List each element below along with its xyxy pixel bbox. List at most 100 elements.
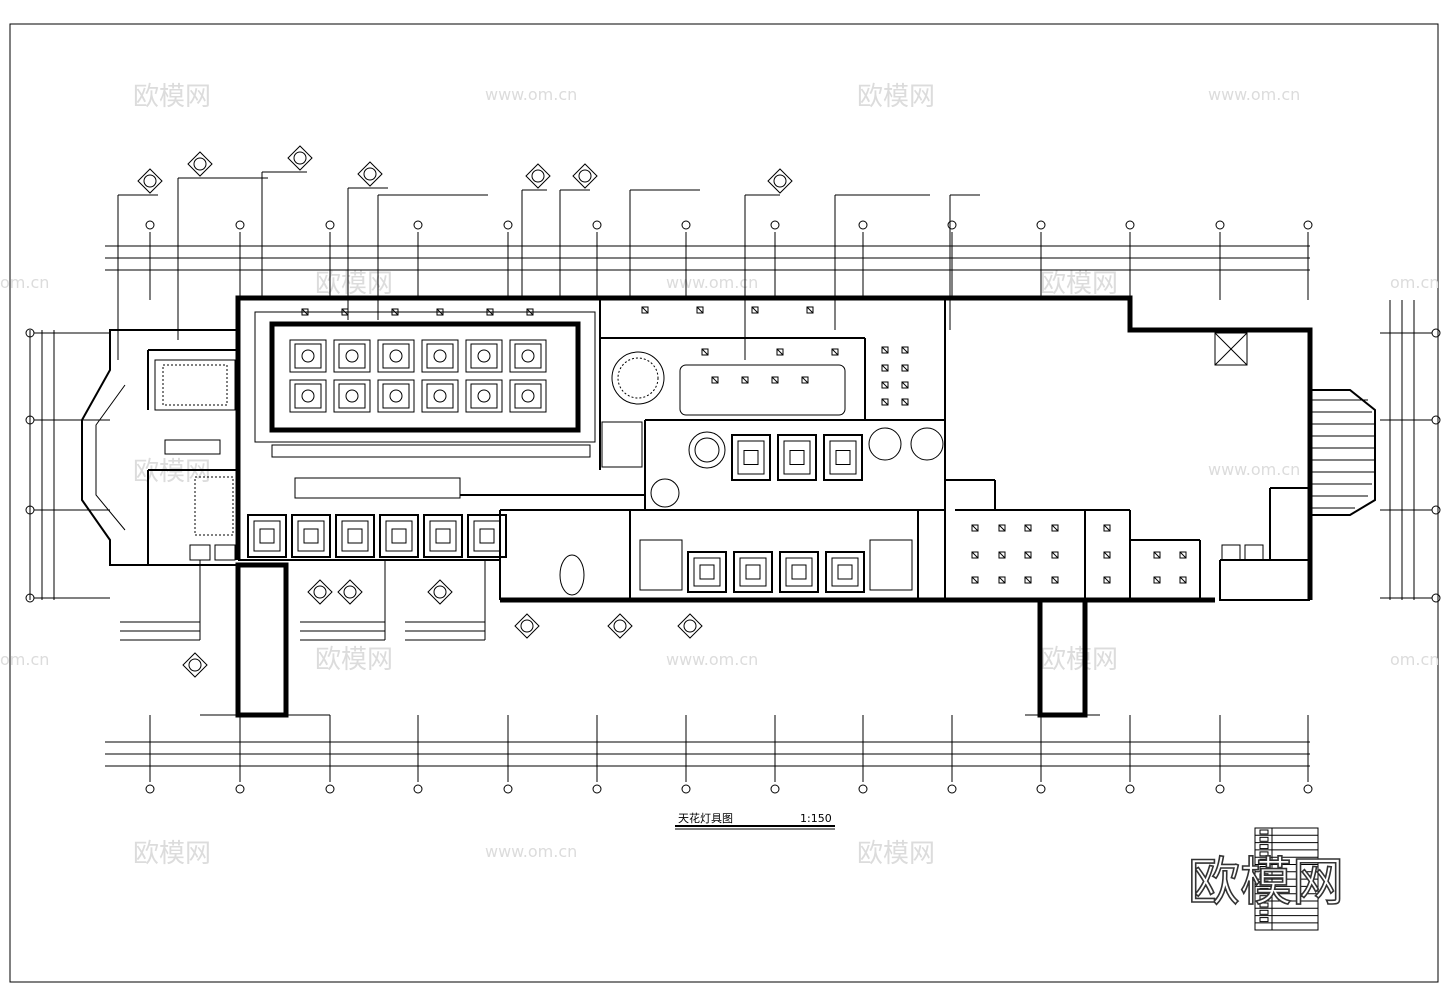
ceiling-coffer-inner: [470, 383, 498, 409]
room-ceiling: [291, 514, 331, 558]
axis-bubble: [325, 220, 335, 230]
ceiling-coffer: [465, 339, 503, 373]
room-ceiling: [379, 514, 419, 558]
chandelier: [477, 349, 491, 363]
legend-symbol: [1259, 836, 1269, 842]
downlight-mark: [301, 308, 309, 316]
ceiling-coffer: [421, 379, 459, 413]
downlight: [1051, 524, 1059, 532]
downlight: [971, 524, 979, 532]
downlight-mark: [701, 348, 709, 356]
downlight: [1153, 576, 1161, 584]
section-marker: [607, 613, 633, 639]
downlight: [1103, 576, 1111, 584]
axis-bubble: [947, 220, 957, 230]
downlight: [998, 524, 1006, 532]
section-marker-circle: [313, 585, 327, 599]
downlight-mark: [711, 376, 719, 384]
downlight-mark: [801, 376, 809, 384]
downlight: [701, 348, 709, 356]
section-marker-circle: [773, 174, 787, 188]
section-marker-circle: [433, 585, 447, 599]
room-chandelier: [837, 564, 853, 580]
downlight: [801, 376, 809, 384]
ceiling-features: [154, 332, 1264, 596]
downlight-mark: [971, 524, 979, 532]
ceiling-coffer: [289, 339, 327, 373]
section-marker: [307, 579, 333, 605]
downlight: [998, 576, 1006, 584]
downlight: [526, 308, 534, 316]
drawing-title-block: 天花灯具图 1:150: [675, 812, 835, 830]
legend-symbol: [1259, 895, 1269, 901]
downlight-mark: [771, 376, 779, 384]
axis-bubble: [592, 220, 602, 230]
downlight-mark: [486, 308, 494, 316]
downlight-mark: [1153, 576, 1161, 584]
downlight: [1051, 576, 1059, 584]
section-marker: [767, 168, 793, 194]
downlight-mark: [641, 306, 649, 314]
watermark-cn: 欧模网: [1040, 645, 1118, 675]
drawing-frame: [9, 23, 1439, 983]
watermark-cn: 欧模网: [133, 82, 211, 112]
section-marker: [677, 613, 703, 639]
legend-symbol: [1259, 887, 1269, 893]
axis-bubble: [858, 220, 868, 230]
downlight: [1024, 551, 1032, 559]
room-ceiling-inner: [253, 520, 281, 552]
downlight: [998, 551, 1006, 559]
downlight-mark: [971, 576, 979, 584]
section-marker-circle: [193, 157, 207, 171]
stair-treads: [1312, 399, 1375, 509]
downlight-mark: [881, 381, 889, 389]
building-outline: [81, 295, 1376, 718]
axis-bubble: [858, 784, 868, 794]
downlight-mark: [998, 551, 1006, 559]
ceiling-coffer: [421, 339, 459, 373]
downlight: [1179, 576, 1187, 584]
brand-logo: 欧模网: [1188, 853, 1344, 913]
ceiling-coffer-inner: [514, 343, 542, 369]
room-ceiling-inner: [737, 440, 765, 475]
room-ceiling: [825, 551, 865, 593]
downlight-mark: [1051, 524, 1059, 532]
room-ceiling: [733, 551, 773, 593]
axis-bubble: [1215, 220, 1225, 230]
room-ceiling: [335, 514, 375, 558]
dimension-lines-bottom: [105, 741, 1310, 767]
room-chandelier: [699, 564, 715, 580]
section-marker: [187, 151, 213, 177]
watermark-cn: 欧模网: [315, 269, 393, 299]
downlight-mark: [1179, 551, 1187, 559]
downlight: [881, 346, 889, 354]
downlight: [1103, 551, 1111, 559]
ceiling-coffer-inner: [382, 343, 410, 369]
downlight-mark: [341, 308, 349, 316]
leader-annotations: [117, 145, 980, 678]
downlight-mark: [751, 306, 759, 314]
section-marker-circle: [343, 585, 357, 599]
room-ceiling: [467, 514, 507, 558]
axis-bubble: [1431, 415, 1441, 425]
downlight: [806, 306, 814, 314]
watermark-url: www.om.cn: [666, 650, 758, 669]
downlight-mark: [998, 576, 1006, 584]
downlight-mark: [831, 348, 839, 356]
chandelier: [301, 389, 315, 403]
room-chandelier: [745, 564, 761, 580]
downlight: [881, 381, 889, 389]
axis-bubble: [770, 220, 780, 230]
downlight-mark: [1051, 576, 1059, 584]
axis-bubble: [325, 784, 335, 794]
downlight-mark: [881, 398, 889, 406]
downlight: [301, 308, 309, 316]
room-ceiling: [687, 551, 727, 593]
room-chandelier: [479, 528, 495, 544]
room-ceiling-inner: [783, 440, 811, 475]
axis-bubble: [413, 784, 423, 794]
chandelier: [521, 389, 535, 403]
axis-bubble: [1125, 784, 1135, 794]
section-marker: [337, 579, 363, 605]
watermark-url: om.cn: [0, 273, 49, 292]
